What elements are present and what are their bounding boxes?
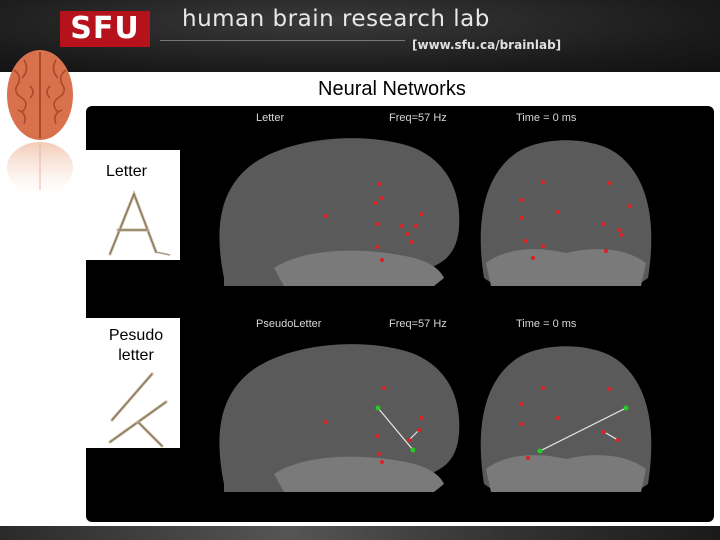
letter-a-sketch: [108, 190, 171, 256]
header-banner: SFU human brain research lab [www.sfu.ca…: [0, 0, 720, 72]
network-node: [537, 448, 543, 454]
network-edge: [377, 407, 414, 451]
network-node: [400, 224, 404, 228]
row2-sagittal-nodes: [324, 386, 423, 464]
network-node: [414, 224, 418, 228]
network-node: [520, 216, 524, 220]
network-node: [616, 438, 620, 442]
network-node: [375, 245, 379, 249]
row1-coronal-nodes: [520, 180, 632, 260]
network-node: [380, 460, 384, 464]
row2-coronal-brain: [480, 346, 652, 492]
network-node: [407, 438, 411, 442]
network-node: [623, 405, 629, 411]
network-node: [556, 416, 560, 420]
row1-condition: Letter: [256, 112, 285, 124]
network-node: [375, 405, 381, 411]
row2-time: Time = 0 ms: [516, 318, 577, 330]
pseudo-letter-label-box: Pesudo letter: [86, 318, 180, 448]
letter-label: Letter: [106, 163, 147, 180]
network-node: [410, 240, 414, 244]
network-node: [324, 214, 328, 218]
network-node: [607, 387, 611, 391]
network-edge: [539, 407, 627, 452]
network-node: [380, 196, 384, 200]
letter-label-box: Letter: [86, 150, 180, 260]
network-node: [541, 180, 545, 184]
row2-condition: PseudoLetter: [256, 318, 322, 330]
network-node: [541, 386, 545, 390]
network-node: [541, 244, 545, 248]
network-node: [376, 222, 380, 226]
network-node: [523, 239, 527, 243]
network-node: [556, 210, 560, 214]
network-node: [520, 422, 524, 426]
network-node: [602, 222, 606, 226]
brain-icon: [7, 50, 73, 194]
network-node: [619, 233, 623, 237]
pseudo-letter-label: Pesudo letter: [106, 326, 166, 366]
row1-time: Time = 0 ms: [516, 112, 577, 124]
network-node: [602, 430, 606, 434]
lab-url: [www.sfu.ca/brainlab]: [412, 38, 562, 52]
header-divider: [160, 40, 405, 41]
row2-sagittal-edges: [377, 407, 420, 451]
network-node: [526, 456, 530, 460]
row1-frequency: Freq=57 Hz: [389, 112, 447, 124]
network-node: [377, 452, 381, 456]
sfu-logo: SFU: [60, 11, 150, 47]
figure-panel: Letter Freq=57 Hz Time = 0 ms: [86, 106, 714, 522]
pseudo-letter-sketch: [108, 372, 168, 448]
network-node: [382, 386, 386, 390]
network-node: [324, 420, 328, 424]
footer-bar: [0, 526, 720, 540]
network-node: [380, 258, 384, 262]
network-node: [419, 416, 423, 420]
network-node: [520, 198, 524, 202]
row1-coronal-brain: [480, 140, 652, 286]
pseudo-label-line2: letter: [118, 347, 154, 364]
pseudo-label-line1: Pesudo: [108, 327, 164, 344]
slide-title: Neural Networks: [318, 78, 466, 100]
network-node: [410, 447, 416, 453]
network-node: [376, 434, 380, 438]
network-node: [604, 249, 608, 253]
row2-coronal-nodes: [520, 386, 629, 460]
row1-sagittal-brain: [219, 138, 460, 286]
network-node: [405, 232, 409, 236]
network-node: [417, 428, 421, 432]
network-node: [617, 228, 621, 232]
row2-frequency: Freq=57 Hz: [389, 318, 447, 330]
network-node: [607, 181, 611, 185]
network-node: [520, 402, 524, 406]
row1-sagittal-nodes: [324, 182, 423, 262]
network-edge: [603, 431, 619, 441]
row2-coronal-edges: [539, 407, 627, 452]
network-node: [377, 182, 381, 186]
network-node: [628, 204, 632, 208]
lab-title: human brain research lab: [182, 6, 490, 32]
row2-sagittal-brain: [219, 344, 460, 492]
network-node: [374, 201, 378, 205]
network-edge: [408, 429, 420, 441]
network-node: [531, 256, 535, 260]
network-node: [419, 212, 423, 216]
